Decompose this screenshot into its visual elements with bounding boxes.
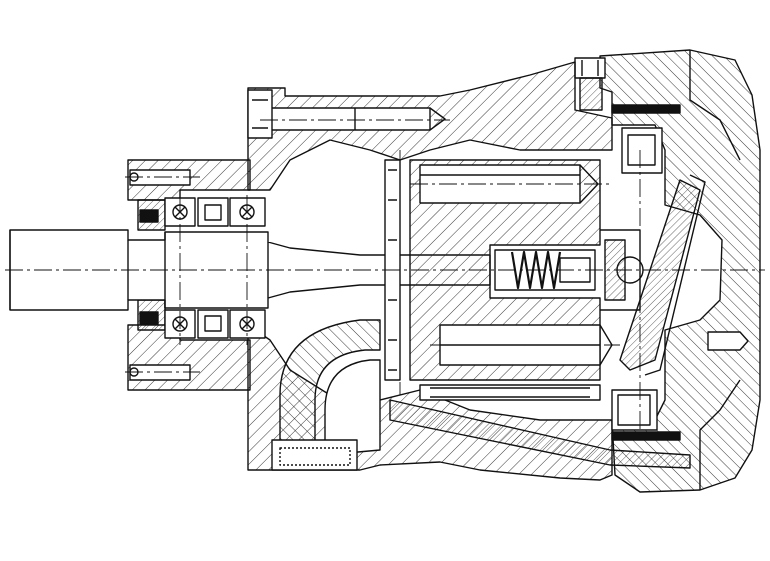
upper-bolt — [269, 107, 431, 131]
swash-plate — [619, 179, 701, 371]
elbow-flange — [271, 439, 358, 471]
compression-spring — [510, 250, 562, 290]
side-pin — [707, 331, 749, 351]
top-plug — [574, 57, 606, 79]
suction-elbow — [279, 319, 381, 456]
drain-passage — [389, 399, 691, 469]
